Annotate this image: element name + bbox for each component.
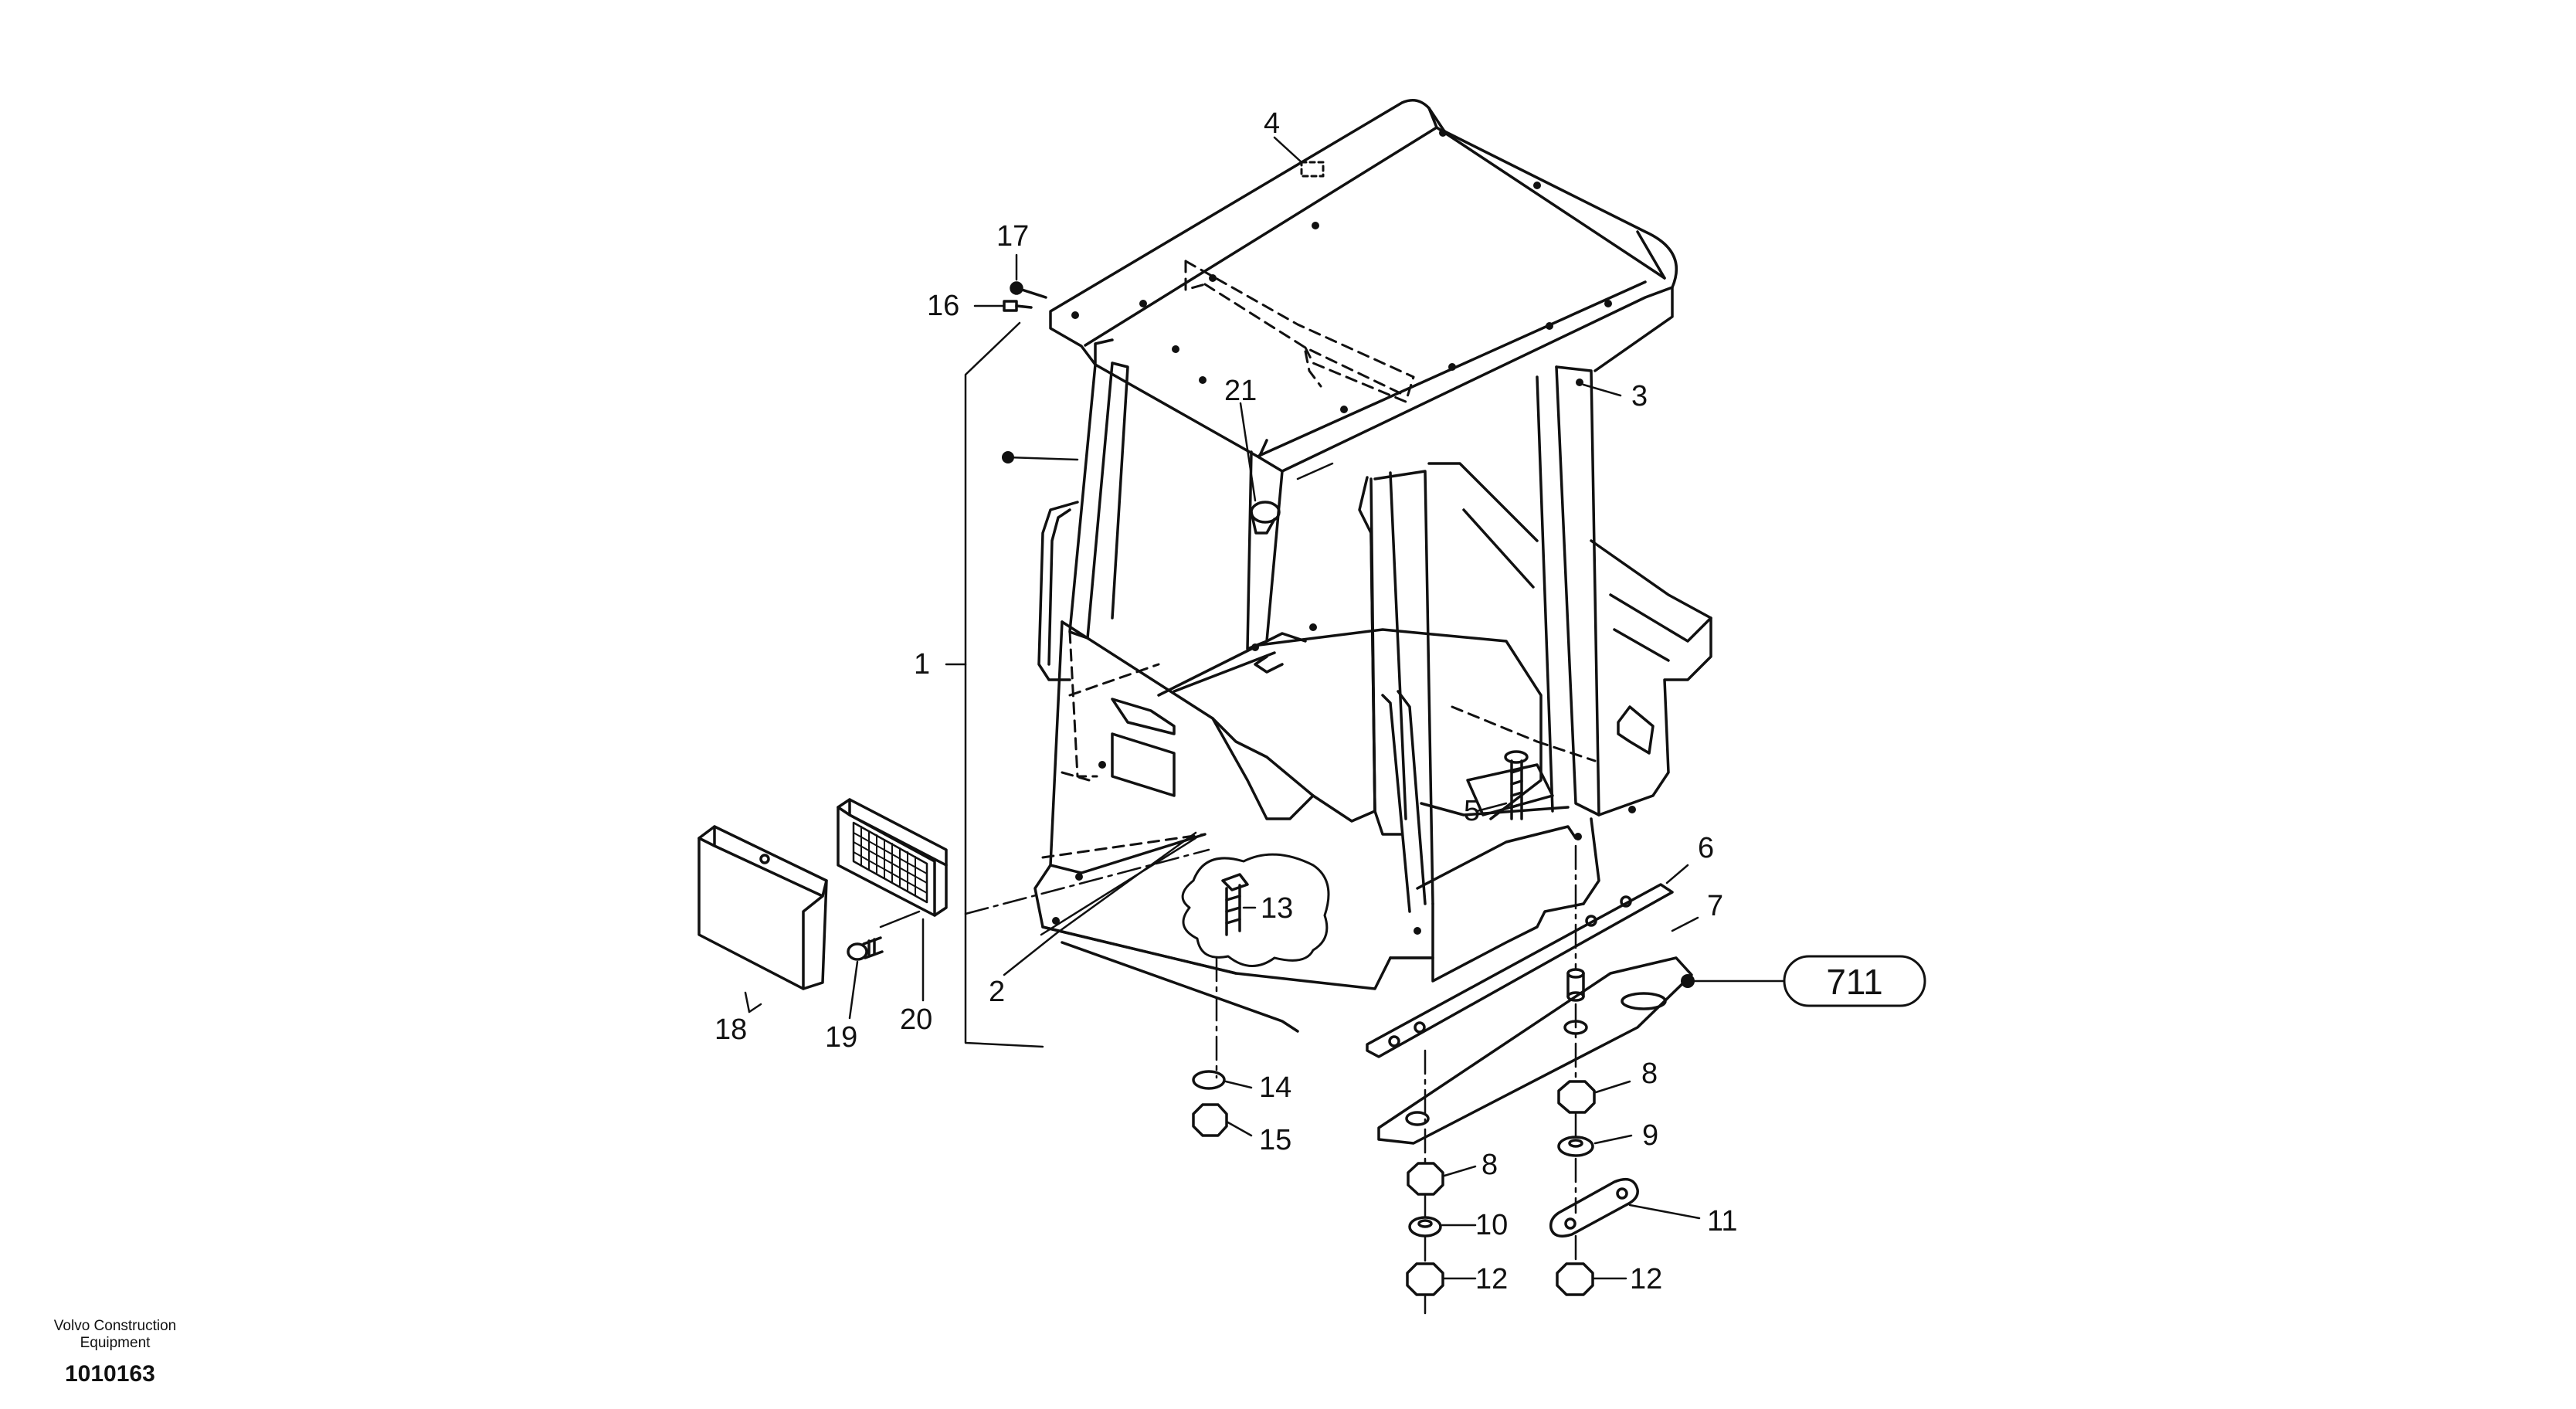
washer-9 xyxy=(1557,1136,1594,1157)
callout-19: 19 xyxy=(825,1021,857,1054)
brand-line-2: Equipment xyxy=(80,1335,151,1351)
callout-1: 1 xyxy=(914,648,930,681)
reference-badge xyxy=(1783,955,1926,1007)
leader-lines xyxy=(744,136,1786,1315)
washer-14 xyxy=(1192,1070,1226,1090)
callout-labels: 1 2 3 4 5 6 7 8 8 9 10 11 12 12 13 14 15… xyxy=(714,107,1883,1295)
callout-15: 15 xyxy=(1259,1124,1291,1156)
roof-light-recess xyxy=(1300,161,1325,178)
callout-17: 17 xyxy=(996,220,1029,253)
nut-15 xyxy=(1192,1103,1228,1137)
callout-16: 16 xyxy=(927,290,959,322)
screw-19 xyxy=(847,936,884,961)
callout-9: 9 xyxy=(1642,1119,1658,1152)
drawing-number: 1010163 xyxy=(65,1361,155,1387)
nut-12-right xyxy=(1556,1262,1594,1296)
nut-8-right xyxy=(1557,1080,1596,1114)
callout-5: 5 xyxy=(1464,795,1480,827)
hidden-roof-interior xyxy=(1184,260,1415,403)
callout-20: 20 xyxy=(900,1003,932,1036)
leader-dots xyxy=(1002,283,1695,988)
callout-14: 14 xyxy=(1259,1071,1291,1104)
floor-edge xyxy=(1416,825,1577,890)
callout-12-left: 12 xyxy=(1475,1263,1508,1295)
callout-21: 21 xyxy=(1224,375,1257,407)
roof-bolt-holes xyxy=(1071,129,1612,413)
frame-bolt-holes xyxy=(1052,379,1636,935)
callout-3: 3 xyxy=(1631,380,1648,413)
link-11 xyxy=(1549,1177,1639,1238)
cab-frame xyxy=(1033,362,1712,1033)
callout-8-left: 8 xyxy=(1481,1149,1498,1181)
callout-7: 7 xyxy=(1707,890,1723,922)
brand-caption: Volvo Construction Equipment xyxy=(34,1318,196,1352)
callout-10: 10 xyxy=(1475,1209,1508,1241)
bolt-13-detail xyxy=(1181,853,1330,967)
callout-6: 6 xyxy=(1698,832,1714,864)
callout-11: 11 xyxy=(1707,1205,1737,1238)
cover-18 xyxy=(697,825,828,990)
knob-21 xyxy=(1250,501,1281,535)
fastener-16 xyxy=(1003,300,1033,312)
brand-line-1: Volvo Construction xyxy=(53,1318,177,1334)
filter-20 xyxy=(837,798,948,917)
floor-plate xyxy=(1466,763,1554,817)
reference-number: 711 xyxy=(1826,962,1882,1002)
callout-18: 18 xyxy=(714,1013,747,1046)
callout-8-right: 8 xyxy=(1641,1058,1658,1090)
plate-6 xyxy=(1366,883,1674,1058)
nut-12-left xyxy=(1406,1262,1444,1296)
callout-2: 2 xyxy=(989,976,1005,1008)
cab-roof xyxy=(1049,99,1678,473)
callout-4: 4 xyxy=(1264,107,1280,140)
bolt-5 xyxy=(1504,750,1529,820)
callout-12-right: 12 xyxy=(1630,1263,1662,1295)
hidden-frame-edges xyxy=(1041,630,1597,859)
callout-13: 13 xyxy=(1261,892,1293,925)
washer-10-hole xyxy=(1417,1219,1433,1228)
washer-9-hole xyxy=(1568,1139,1583,1148)
nut-8-left xyxy=(1407,1162,1444,1196)
